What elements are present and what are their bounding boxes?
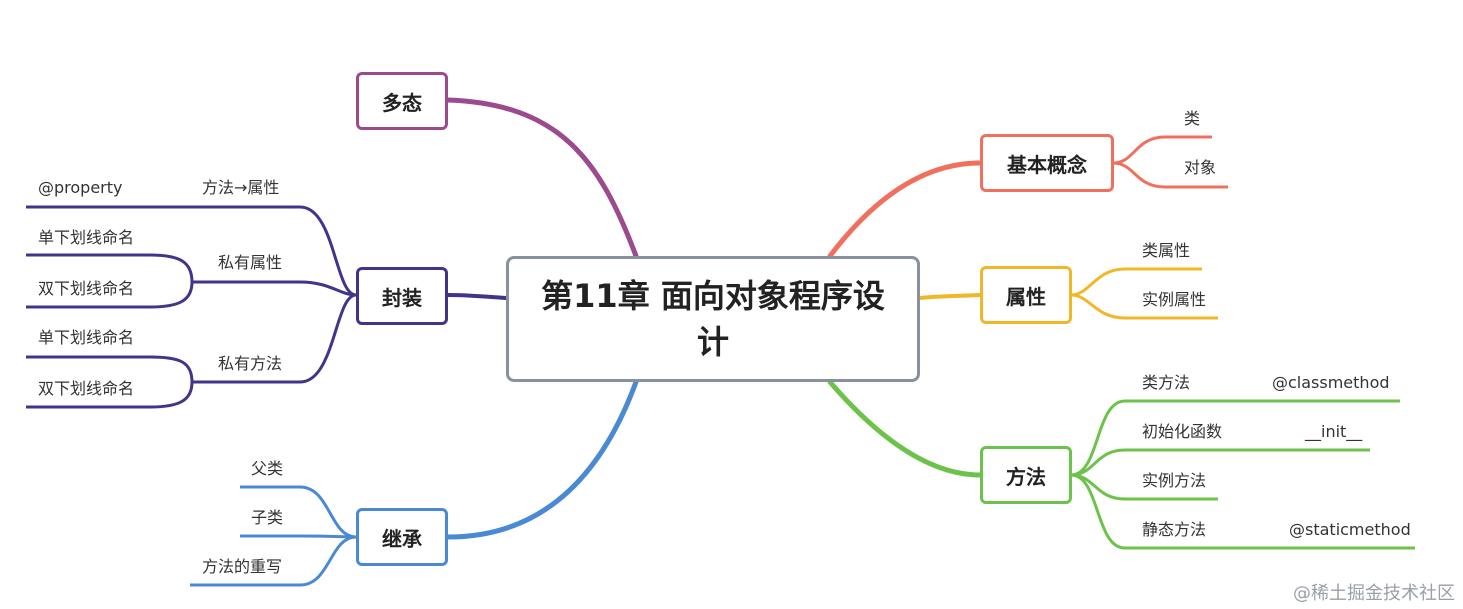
branch-met-item-1 <box>1070 399 1400 477</box>
branch-att-item-1 <box>1070 267 1202 297</box>
branch-inheritance <box>445 379 639 540</box>
branch-inh-item-2 <box>240 534 357 539</box>
topic-attributes[interactable]: 属性 <box>980 266 1072 324</box>
branch-polymorphism <box>445 97 639 259</box>
label-staticmethod-decorator[interactable]: @staticmethod <box>1289 520 1411 539</box>
branch-attributes <box>918 293 982 300</box>
label-method-to-attr[interactable]: 方法→属性 <box>202 178 280 197</box>
label-instance-method[interactable]: 实例方法 <box>1142 471 1207 490</box>
label-class[interactable]: 类 <box>1184 109 1201 128</box>
branch-inh-item-3 <box>190 535 357 587</box>
label-init-function[interactable]: 初始化函数 <box>1142 422 1223 441</box>
branch-inh-item-1 <box>240 485 357 539</box>
label-parent-class[interactable]: 父类 <box>251 459 284 478</box>
label-private-attr-item-1[interactable]: 单下划线命名 <box>38 228 135 247</box>
central-topic[interactable]: 第11章 面向对象程序设计 <box>506 256 920 382</box>
watermark-text: @稀土掘金技术社区 <box>1293 583 1455 604</box>
label-class-method[interactable]: 类方法 <box>1142 373 1191 392</box>
branch-enc-method-to-attr <box>26 205 357 297</box>
topic-polymorphism[interactable]: 多态 <box>356 72 448 130</box>
topic-methods[interactable]: 方法 <box>980 446 1072 504</box>
label-classmethod-decorator[interactable]: @classmethod <box>1272 373 1390 392</box>
branch-met-item-4 <box>1070 473 1415 550</box>
branch-met-item-2 <box>1070 448 1370 477</box>
branch-con-item-1 <box>1112 135 1212 165</box>
label-object[interactable]: 对象 <box>1184 158 1217 177</box>
branch-concepts <box>827 160 983 259</box>
branch-encapsulation <box>446 293 508 300</box>
label-private-method[interactable]: 私有方法 <box>218 354 283 373</box>
label-child-class[interactable]: 子类 <box>251 508 284 527</box>
label-method-override[interactable]: 方法的重写 <box>202 557 283 576</box>
topic-inheritance[interactable]: 继承 <box>356 508 448 566</box>
branch-enc-private-attr-item-1 <box>26 253 194 283</box>
branch-att-item-2 <box>1070 293 1218 320</box>
branch-enc-private-attr-item-2 <box>26 281 194 309</box>
branch-methods <box>827 379 983 478</box>
label-init-dunder[interactable]: __init__ <box>1305 422 1363 441</box>
label-class-attr[interactable]: 类属性 <box>1142 241 1191 260</box>
branch-enc-private-method-item-1 <box>26 355 194 383</box>
topic-basic-concepts[interactable]: 基本概念 <box>980 134 1114 192</box>
label-property-decorator[interactable]: @property <box>38 178 123 197</box>
branch-enc-private-attr <box>192 280 357 297</box>
topic-encapsulation[interactable]: 封装 <box>356 267 448 325</box>
label-private-attr-item-2[interactable]: 双下划线命名 <box>38 279 135 298</box>
label-static-method[interactable]: 静态方法 <box>1142 520 1207 539</box>
label-instance-attr[interactable]: 实例属性 <box>1142 290 1207 309</box>
label-private-method-item-2[interactable]: 双下划线命名 <box>38 379 135 398</box>
branch-enc-private-method-item-2 <box>26 381 194 409</box>
label-private-method-item-1[interactable]: 单下划线命名 <box>38 328 135 347</box>
label-private-attr[interactable]: 私有属性 <box>218 253 283 272</box>
branch-enc-private-method <box>192 293 357 384</box>
branch-con-item-2 <box>1112 161 1228 189</box>
